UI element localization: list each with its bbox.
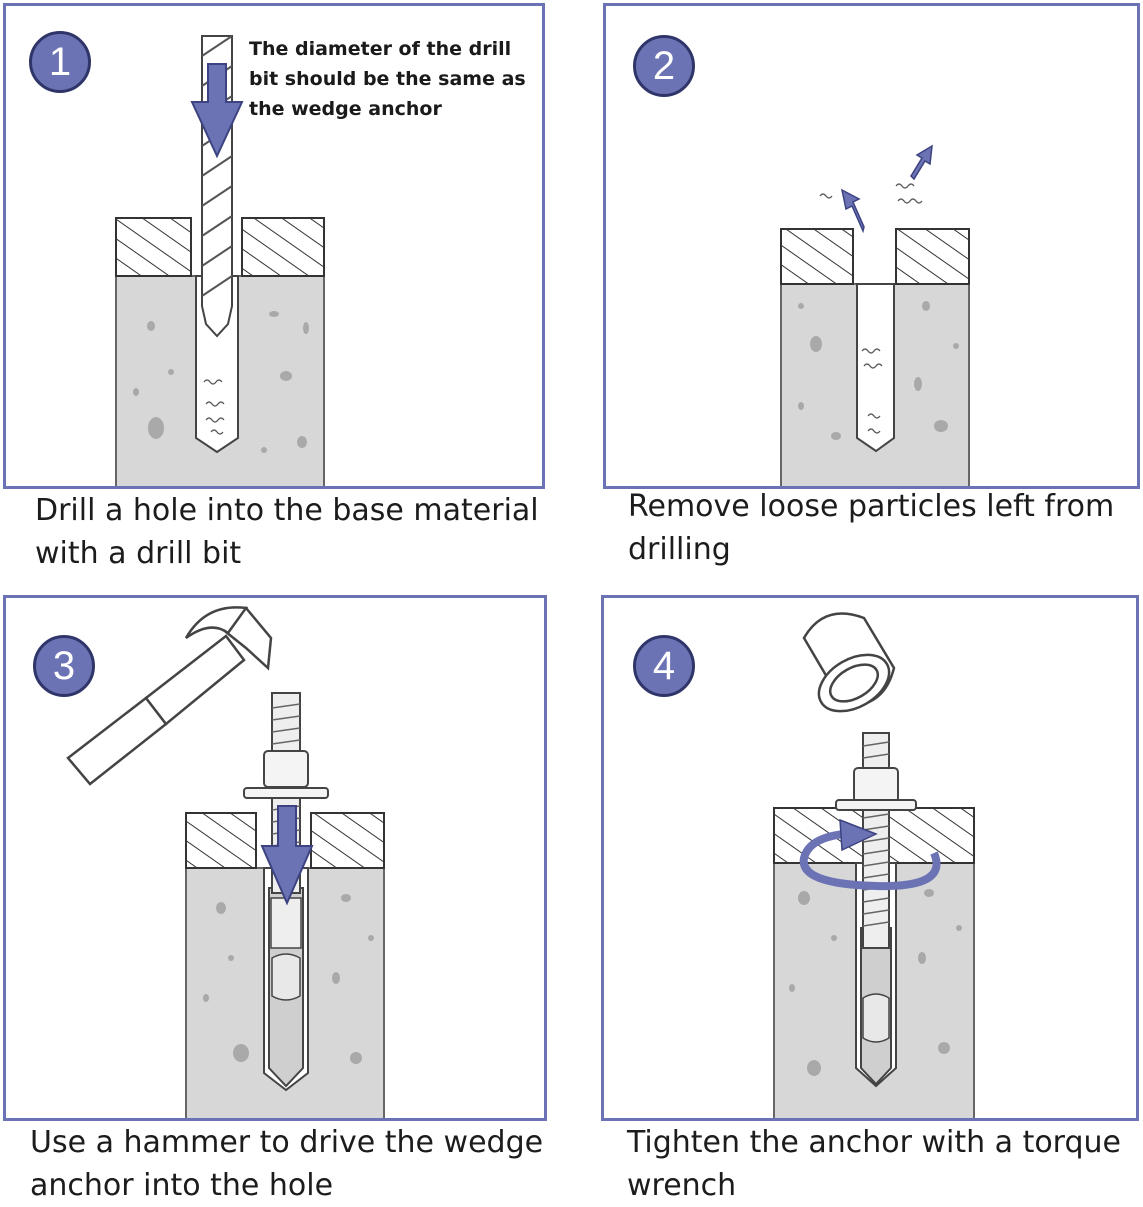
socket-wrench — [802, 612, 896, 713]
step-number-badge: 4 — [633, 635, 695, 697]
hex-nut — [853, 767, 899, 803]
washer — [243, 787, 329, 799]
down-arrow-icon — [190, 63, 244, 159]
step-2-caption: Remove loose particles left from drillin… — [628, 489, 1115, 567]
base-plate-right — [241, 217, 325, 277]
base-plate-left — [115, 217, 192, 277]
torque-illustration — [773, 612, 975, 1118]
rotation-arrow-icon — [799, 830, 941, 891]
step-number-badge: 3 — [33, 635, 95, 697]
up-arrow-icon — [840, 188, 865, 234]
step-number-badge: 1 — [29, 31, 91, 93]
hex-nut — [263, 750, 309, 788]
drilled-hole — [856, 283, 895, 453]
step-2-panel: 2 — [603, 3, 1140, 489]
base-plate-right — [895, 228, 970, 285]
cleaning-illustration — [780, 144, 970, 486]
down-arrow-icon — [260, 805, 314, 906]
step-1-caption: Drill a hole into the base material with… — [35, 493, 539, 571]
hammer-illustration — [66, 606, 385, 1118]
step-3-panel: 3 — [3, 595, 547, 1121]
drill-bit-note: The diameter of the drill bit should be … — [249, 38, 526, 120]
step-3-caption: Use a hammer to drive the wedge anchor i… — [30, 1125, 544, 1203]
hammer — [66, 606, 273, 786]
step-4-caption: Tighten the anchor with a torque wrench — [627, 1125, 1122, 1203]
washer — [835, 799, 917, 811]
step-1-panel: 1 The diameter of the drill bit should b… — [3, 3, 545, 489]
up-arrow-icon — [910, 144, 933, 181]
drill-illustration — [115, 35, 325, 486]
base-plate-left — [185, 812, 257, 869]
step-number-badge: 2 — [633, 35, 695, 97]
step-4-panel: 4 — [601, 595, 1139, 1121]
base-plate-right — [310, 812, 385, 869]
base-plate-left — [780, 228, 854, 285]
